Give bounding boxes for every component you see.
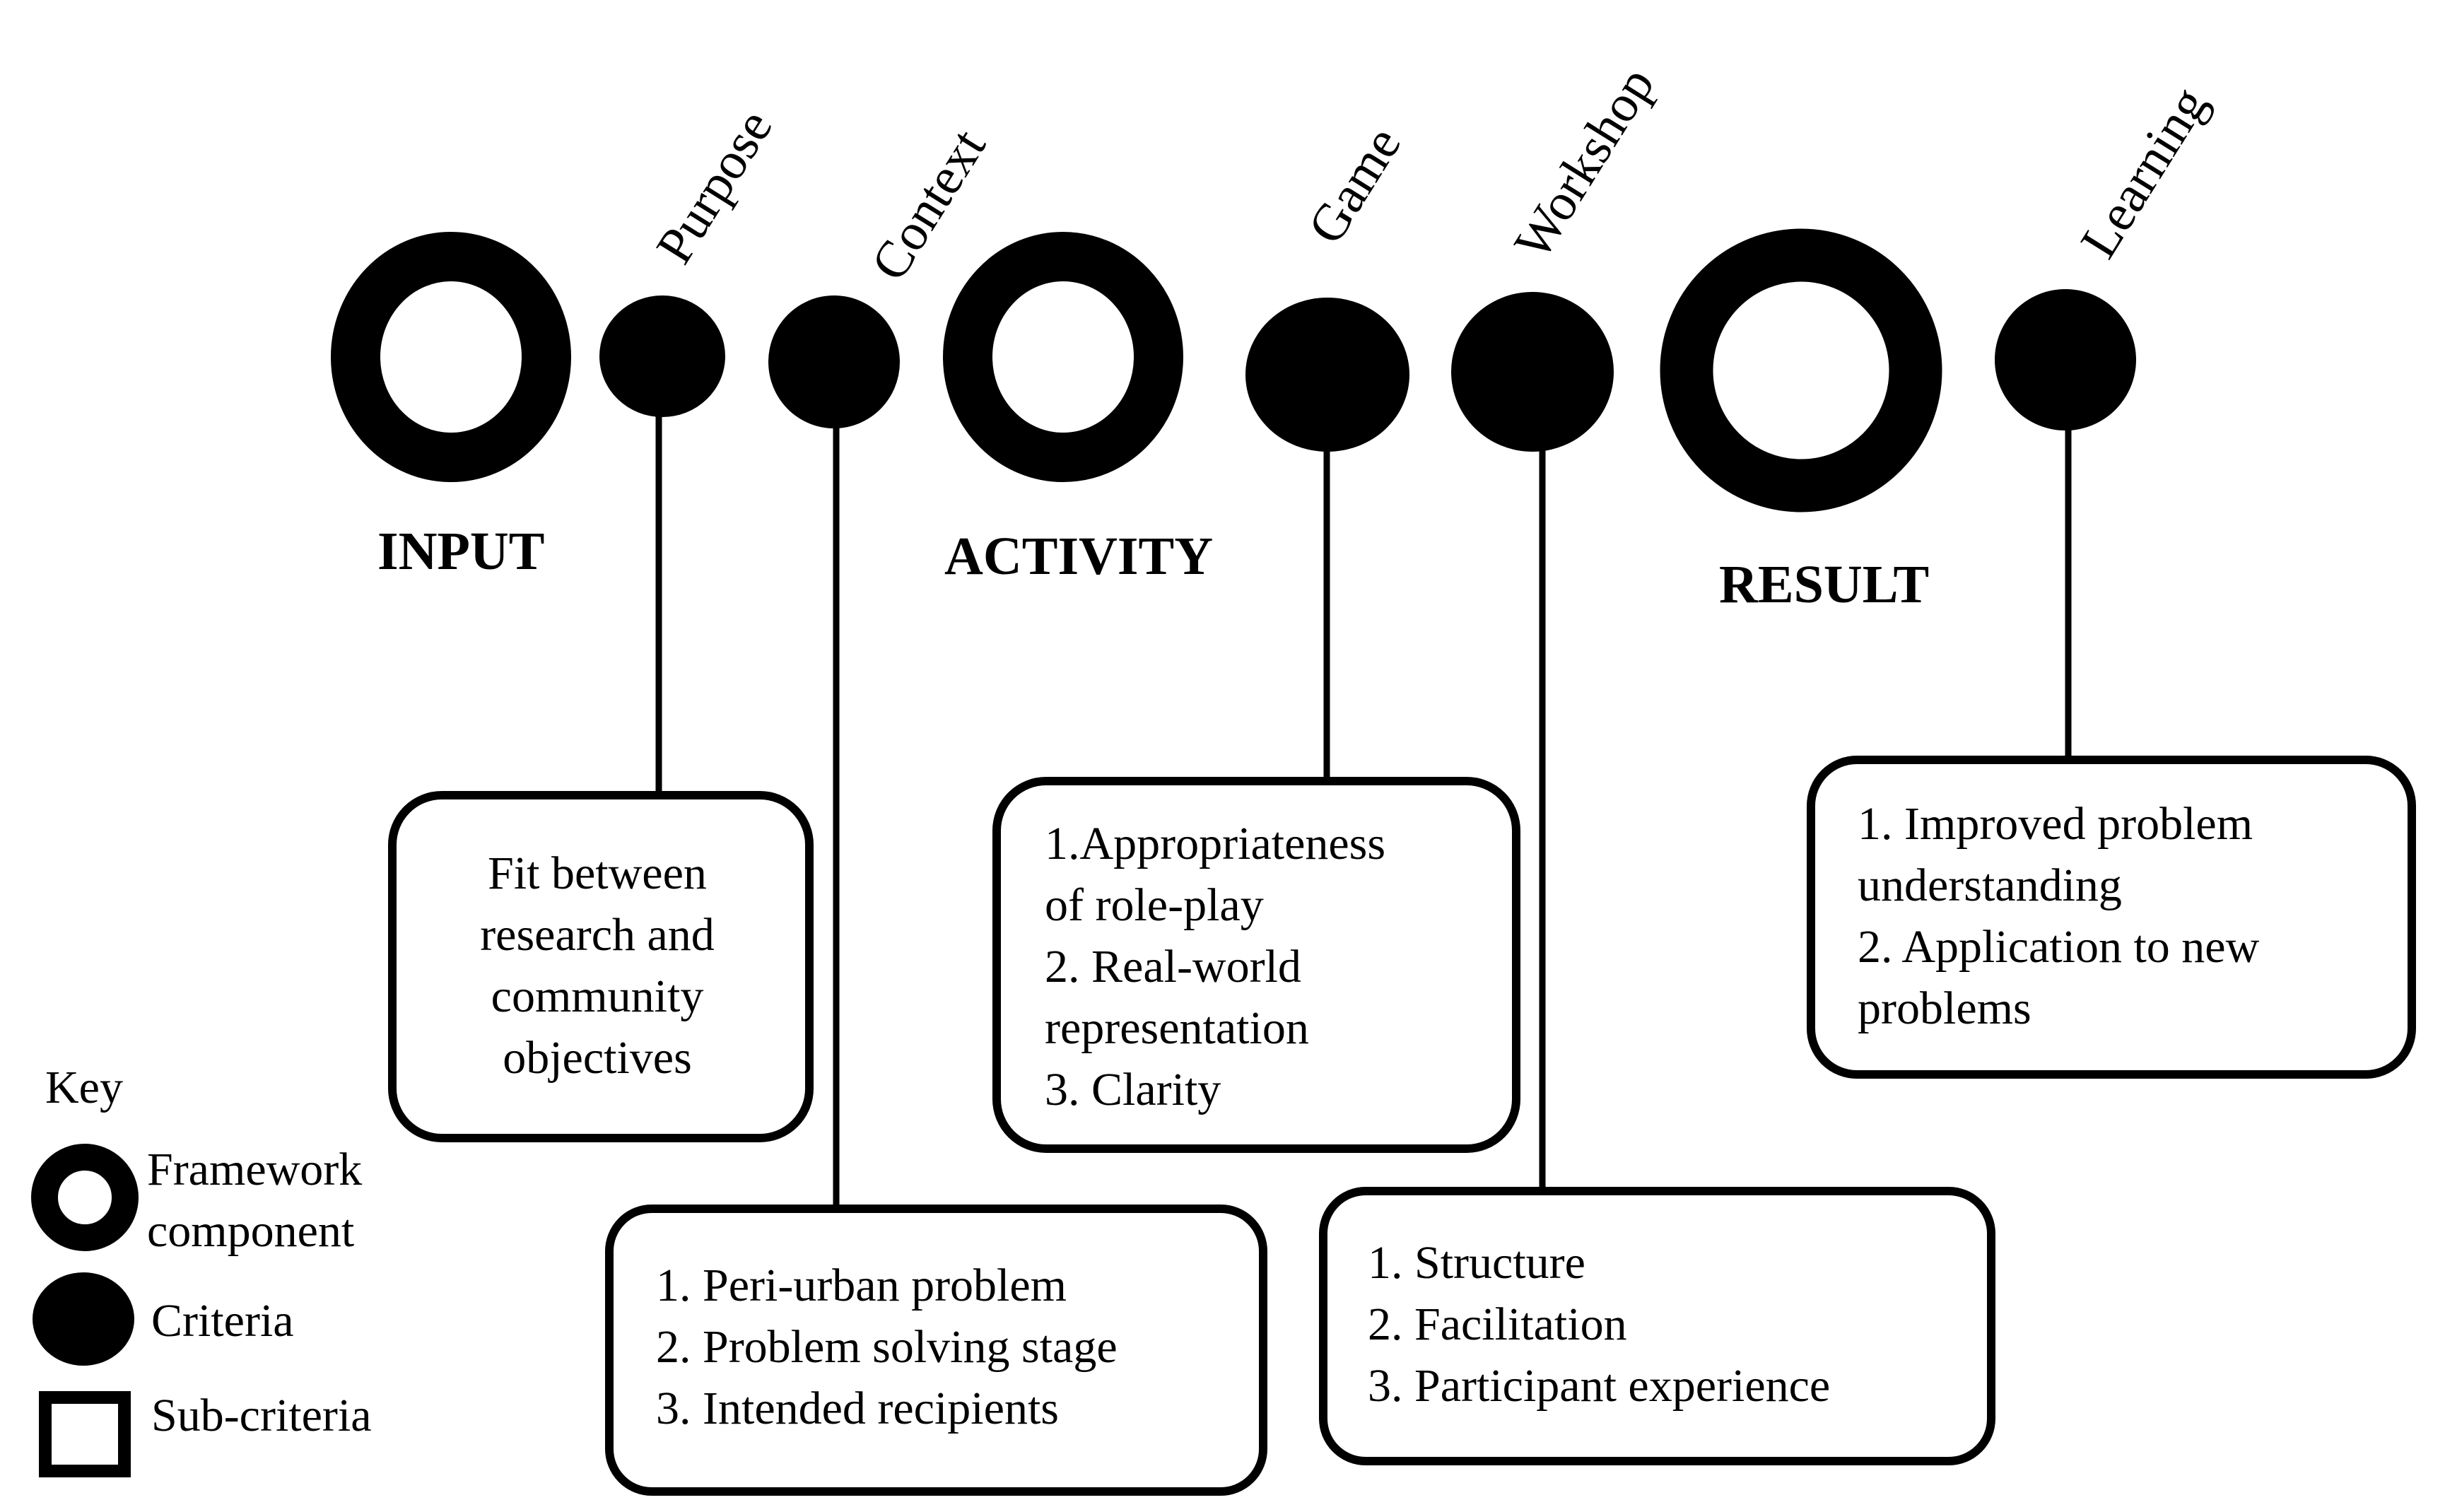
workshop-label: Workshop — [1503, 57, 1666, 269]
input-label: INPUT — [377, 522, 544, 581]
legend: Key Framework component Criteria Sub-cri… — [31, 1062, 372, 1477]
context-label: Context — [860, 119, 997, 291]
workshop-box-line: 2. Facilitation — [1368, 1299, 1627, 1350]
context-box-line: 1. Peri-urban problem — [656, 1260, 1067, 1311]
game-subcriteria-box: 1.Appropriateness of role-play 2. Real-w… — [992, 777, 1520, 1153]
result-label: RESULT — [1719, 555, 1929, 614]
game-box-line: 2. Real-world — [1045, 941, 1301, 992]
learning-label: Learning — [2070, 77, 2219, 268]
criteria-key-icon — [33, 1272, 134, 1366]
activity-label: ACTIVITY — [944, 527, 1213, 586]
framework-components — [331, 228, 1942, 512]
legend-title: Key — [45, 1062, 123, 1113]
workshop-box-line: 3. Participant experience — [1368, 1360, 1830, 1412]
learning-box-line: problems — [1858, 983, 2031, 1034]
game-box-line: 3. Clarity — [1045, 1064, 1221, 1115]
activity-ring — [943, 232, 1183, 482]
game-box-line: of role-play — [1045, 879, 1264, 931]
game-box-frame — [992, 777, 1520, 1153]
purpose-box-line: objectives — [503, 1032, 692, 1084]
component-labels: INPUT ACTIVITY RESULT — [377, 522, 1929, 614]
workshop-box-line: 1. Structure — [1368, 1237, 1585, 1289]
game-box-line: representation — [1045, 1002, 1309, 1054]
game-circle — [1245, 298, 1409, 452]
learning-box-line: 1. Improved problem — [1858, 798, 2253, 850]
game-box-line: 1.Appropriateness — [1045, 818, 1385, 869]
purpose-box-line: community — [491, 971, 704, 1022]
learning-box-frame — [1807, 756, 2416, 1079]
learning-circle — [1995, 289, 2136, 430]
learning-box-line: understanding — [1858, 860, 2122, 911]
purpose-box-frame — [388, 791, 814, 1142]
framework-component-key-icon — [31, 1144, 139, 1251]
result-ring — [1660, 228, 1942, 512]
input-ring — [331, 232, 571, 482]
subcriteria-boxes: Fit between research and community objec… — [388, 756, 2416, 1496]
purpose-box-line: research and — [480, 909, 715, 961]
purpose-circle — [599, 295, 725, 417]
learning-subcriteria-box: 1. Improved problem understanding 2. App… — [1807, 756, 2416, 1079]
purpose-label: Purpose — [645, 100, 784, 274]
context-subcriteria-box: 1. Peri-urban problem 2. Problem solving… — [605, 1205, 1267, 1496]
framework-component-key-label: Framework — [147, 1144, 362, 1195]
workshop-box-frame — [1319, 1187, 1995, 1465]
criteria-circles — [599, 289, 2136, 452]
learning-box-line: 2. Application to new — [1858, 921, 2260, 973]
context-box-line: 2. Problem solving stage — [656, 1321, 1118, 1373]
framework-component-key-label: component — [147, 1205, 354, 1257]
purpose-box-line: Fit between — [488, 848, 707, 899]
criteria-labels: Purpose Context Game Workshop Learning — [645, 57, 2219, 291]
context-box-line: 3. Intended recipients — [656, 1383, 1059, 1434]
purpose-subcriteria-box: Fit between research and community objec… — [388, 791, 814, 1142]
context-circle — [768, 295, 900, 428]
game-label: Game — [1297, 117, 1412, 254]
workshop-circle — [1451, 292, 1614, 452]
sub-criteria-key-label: Sub-criteria — [151, 1390, 372, 1441]
context-box-frame — [605, 1205, 1267, 1496]
criteria-key-label: Criteria — [151, 1295, 294, 1347]
workshop-subcriteria-box: 1. Structure 2. Facilitation 3. Particip… — [1319, 1187, 1995, 1465]
sub-criteria-key-icon — [39, 1391, 131, 1477]
